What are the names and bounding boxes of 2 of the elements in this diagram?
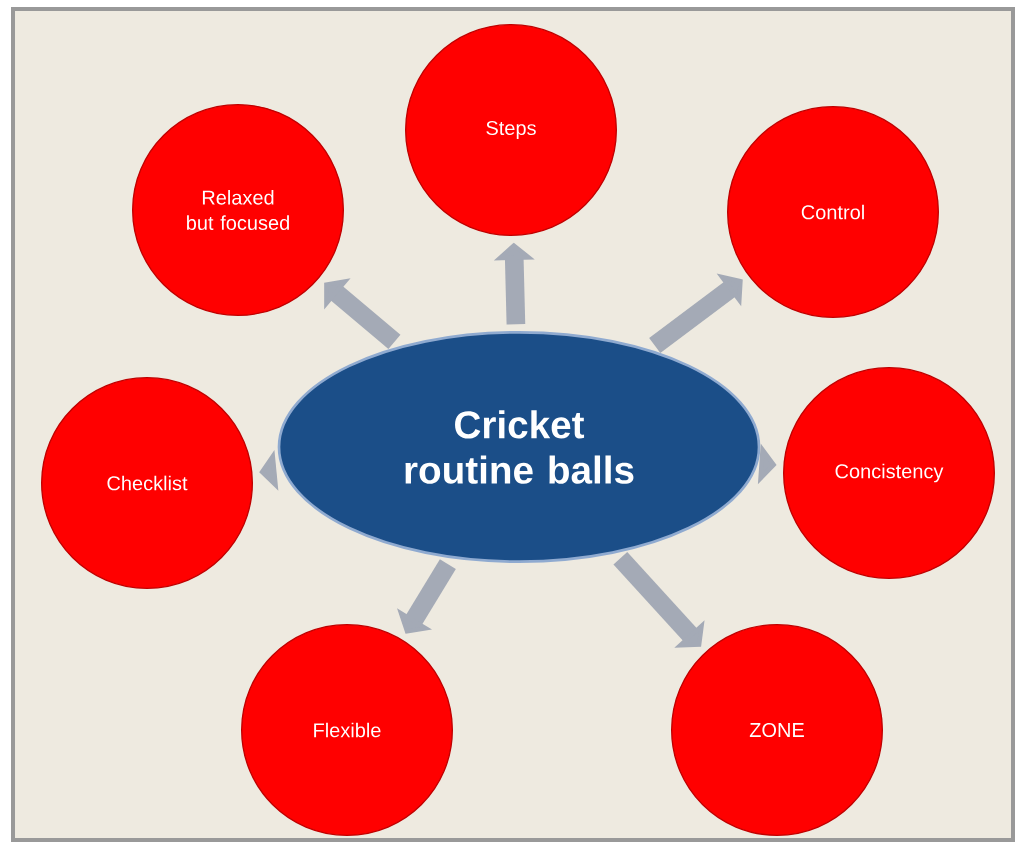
block-arrow (649, 273, 743, 353)
block-arrow (613, 551, 705, 648)
